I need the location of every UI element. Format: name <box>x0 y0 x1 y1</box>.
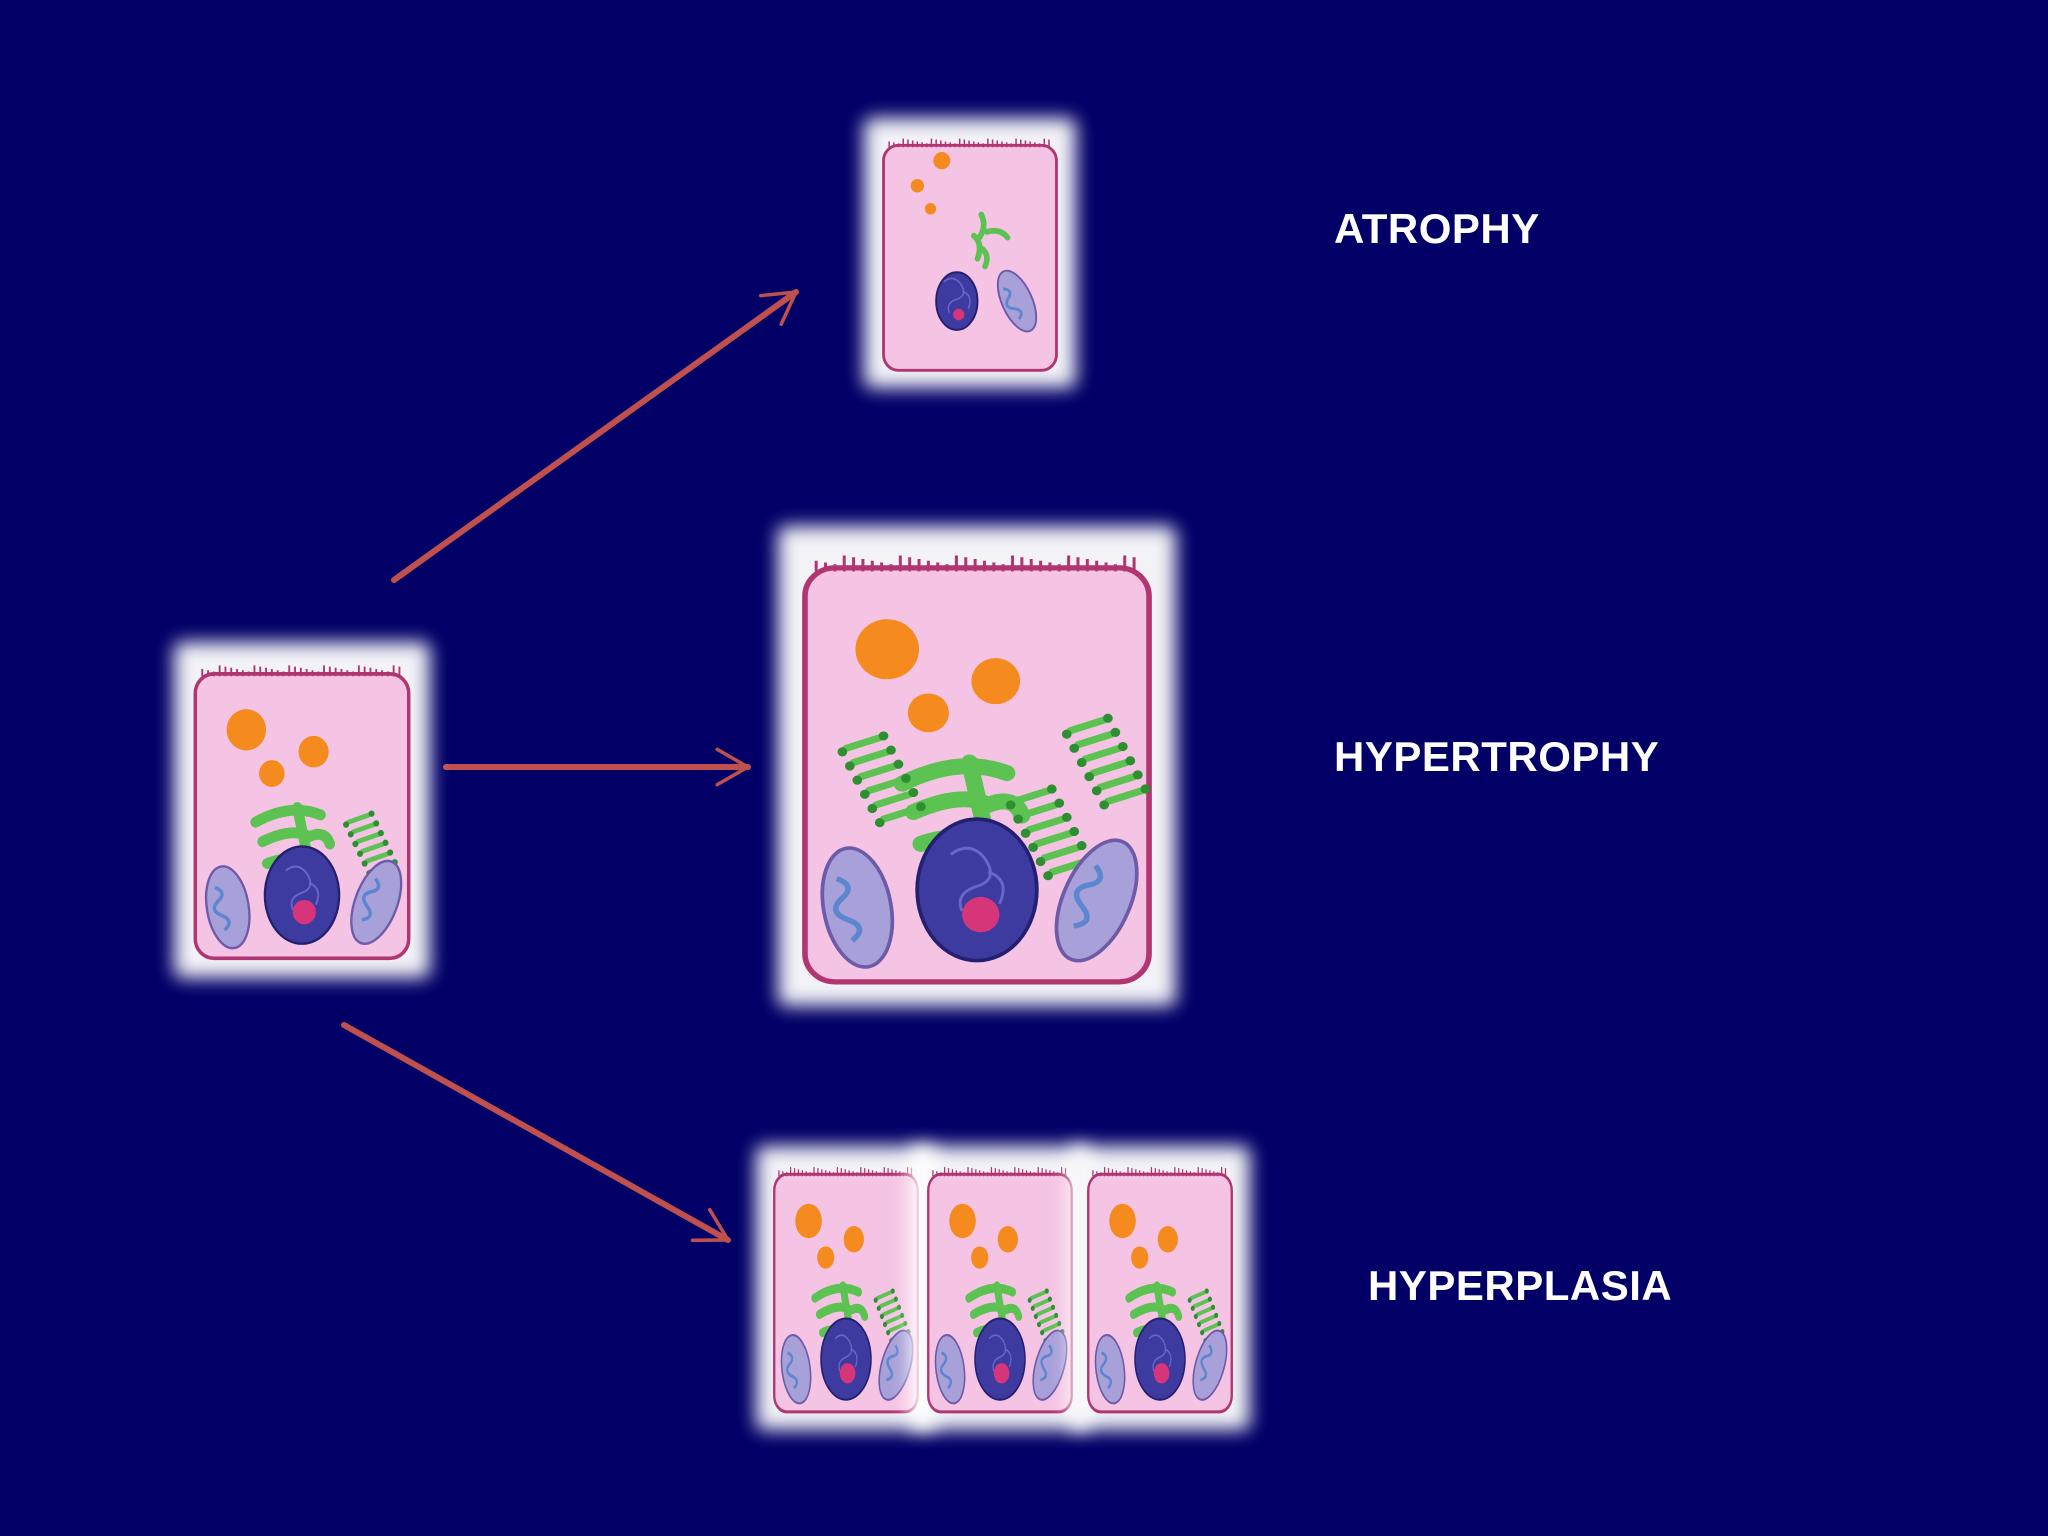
secretory-granule <box>910 178 924 193</box>
cell-drawing <box>1087 1167 1233 1414</box>
cell-drawing <box>193 665 411 961</box>
nucleolus <box>839 1363 856 1384</box>
microvilli <box>932 1167 1067 1177</box>
nucleolus <box>953 308 965 321</box>
secretory-granule <box>1131 1246 1149 1269</box>
label-hypertrophy: HYPERTROPHY <box>1334 733 1660 780</box>
label-atrophy: ATROPHY <box>1334 205 1540 252</box>
golgi-apparatus <box>893 754 1031 852</box>
golgi-apparatus <box>811 1281 869 1338</box>
nucleolus <box>1153 1363 1170 1384</box>
hypertrophy-cell <box>778 526 1176 1006</box>
label-hyperplasia: HYPERPLASIA <box>1368 1262 1673 1309</box>
cell-drawing <box>882 138 1058 372</box>
secretory-granule <box>259 760 285 787</box>
mitochondrion <box>1032 1329 1068 1401</box>
mitochondrion <box>996 269 1038 333</box>
cell-drawing <box>773 1167 919 1414</box>
nucleus <box>263 845 341 945</box>
secretory-granule <box>817 1246 835 1269</box>
secretory-granule <box>971 658 1021 705</box>
golgi-apparatus <box>1125 1281 1183 1338</box>
rough-er <box>837 731 926 828</box>
golgi-apparatus <box>970 211 1011 270</box>
nucleus <box>935 271 979 331</box>
nucleus <box>915 817 1039 963</box>
cell-drawing <box>927 1167 1073 1414</box>
chromatin <box>949 846 1005 912</box>
secretory-granule <box>933 152 951 170</box>
microvilli <box>888 138 1050 148</box>
nucleus <box>974 1317 1026 1401</box>
chromatin <box>988 1334 1012 1372</box>
secretory-granule <box>949 1203 976 1239</box>
secretory-granule <box>1109 1203 1136 1239</box>
mitochondrion <box>820 846 895 969</box>
rough-er <box>873 1288 911 1344</box>
nucleolus <box>993 1363 1010 1384</box>
chromatin <box>285 865 320 911</box>
hyperplasia-cell-2 <box>910 1146 1090 1430</box>
chromatin <box>1148 1334 1172 1372</box>
secretory-granule <box>843 1226 864 1253</box>
golgi-apparatus <box>965 1281 1023 1338</box>
secretory-granule <box>226 709 267 751</box>
secretory-granule <box>1157 1226 1178 1253</box>
nucleolus <box>292 899 316 925</box>
rough-er <box>1005 784 1095 881</box>
secretory-granule <box>298 735 329 768</box>
arrow-to-atrophy <box>391 289 799 583</box>
original-cell <box>174 642 430 978</box>
microvilli <box>778 1167 913 1177</box>
microvilli <box>1092 1167 1227 1177</box>
microvilli <box>814 555 1136 572</box>
mitochondrion <box>204 865 251 950</box>
arrow-to-hyperplasia <box>341 1022 731 1243</box>
nucleus <box>1134 1317 1186 1401</box>
golgi-apparatus <box>250 802 336 869</box>
mitochondrion <box>350 859 403 945</box>
secretory-granule <box>855 619 920 680</box>
rough-er <box>1027 1288 1065 1344</box>
cell-drawing <box>802 555 1152 985</box>
mitochondrion <box>1094 1334 1126 1405</box>
hyperplasia-cell-1 <box>756 1146 936 1430</box>
secretory-granule <box>907 693 949 733</box>
mitochondrion <box>878 1329 914 1401</box>
cytoplasm <box>882 143 1058 372</box>
chromatin <box>943 277 971 313</box>
secretory-granule <box>795 1203 822 1239</box>
secretory-granule <box>924 203 937 215</box>
mitochondrion <box>934 1334 966 1405</box>
mitochondrion <box>1054 838 1139 963</box>
hyperplasia-cell-3 <box>1070 1146 1250 1430</box>
secretory-granule <box>997 1226 1018 1253</box>
atrophy-cell <box>864 118 1076 388</box>
mitochondrion <box>1192 1329 1228 1401</box>
rough-er <box>1061 713 1151 810</box>
microvilli <box>201 665 401 677</box>
nucleus <box>820 1317 872 1401</box>
secretory-granule <box>971 1246 989 1269</box>
chromatin <box>834 1334 858 1372</box>
mitochondrion <box>780 1334 812 1405</box>
nucleolus <box>962 896 1000 933</box>
